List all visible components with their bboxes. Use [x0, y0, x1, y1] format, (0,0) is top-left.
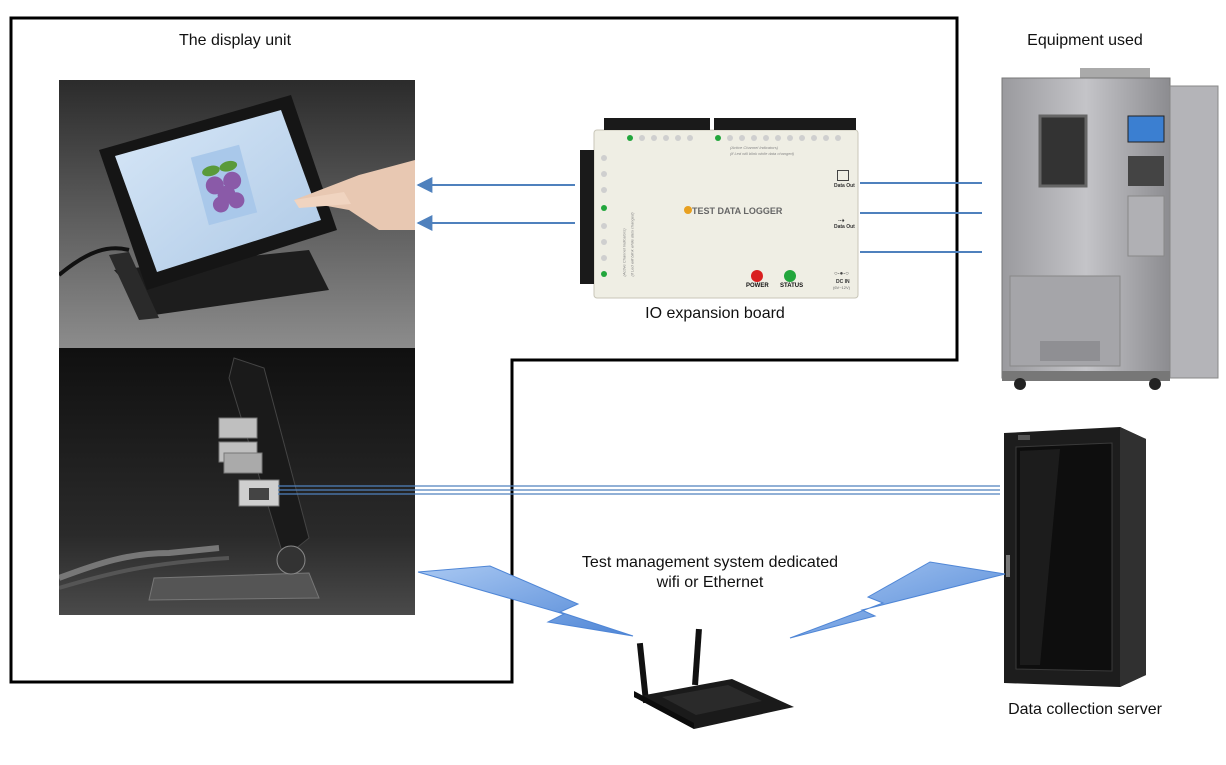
status-label: STATUS — [780, 283, 804, 289]
network-label-line1: Test management system dedicated — [581, 554, 839, 571]
dc-in-label: DC IN — [836, 279, 850, 285]
touchscreen-photo — [59, 80, 415, 348]
network-label-line2: wifi or Ethernet — [656, 574, 764, 591]
channel-led-row — [601, 135, 841, 282]
router-photo — [632, 625, 797, 730]
ethernet-cable — [278, 485, 1000, 495]
data-out-2-label: Data Out — [834, 224, 855, 230]
status-led — [784, 270, 796, 282]
usb-icon: ⇢ — [838, 216, 845, 225]
dc-in-icon: ○-●-○ — [834, 271, 849, 277]
server-photo — [1000, 425, 1150, 695]
equipment-used-label: Equipment used — [1027, 32, 1143, 49]
unit-side-photo — [59, 348, 415, 615]
touchscreen-image — [59, 80, 415, 348]
wireless-bolt-left — [417, 565, 634, 637]
power-led — [751, 270, 763, 282]
wireless-bolt-right — [789, 561, 1006, 639]
io-expansion-board: TEST DATA LOGGER (Active Channel Indicat… — [580, 114, 860, 300]
data-out-1-icon — [837, 170, 849, 181]
unit-side-image — [59, 348, 415, 615]
dc-range-label: (6V~12V) — [833, 285, 851, 290]
logo-icon — [684, 206, 692, 214]
data-out-1-label: Data Out — [834, 183, 855, 189]
board-title: TEST DATA LOGGER — [692, 206, 783, 216]
indicator-note: (if Led will blink while data changed) — [730, 151, 795, 156]
equipment-photo — [1000, 66, 1220, 396]
power-label: POWER — [746, 283, 769, 289]
server-label: Data collection server — [1008, 701, 1162, 718]
io-board-label: IO expansion board — [645, 305, 785, 322]
indicator-title: (Active Channel Indicators) — [730, 145, 779, 150]
display-unit-label: The display unit — [178, 32, 292, 49]
